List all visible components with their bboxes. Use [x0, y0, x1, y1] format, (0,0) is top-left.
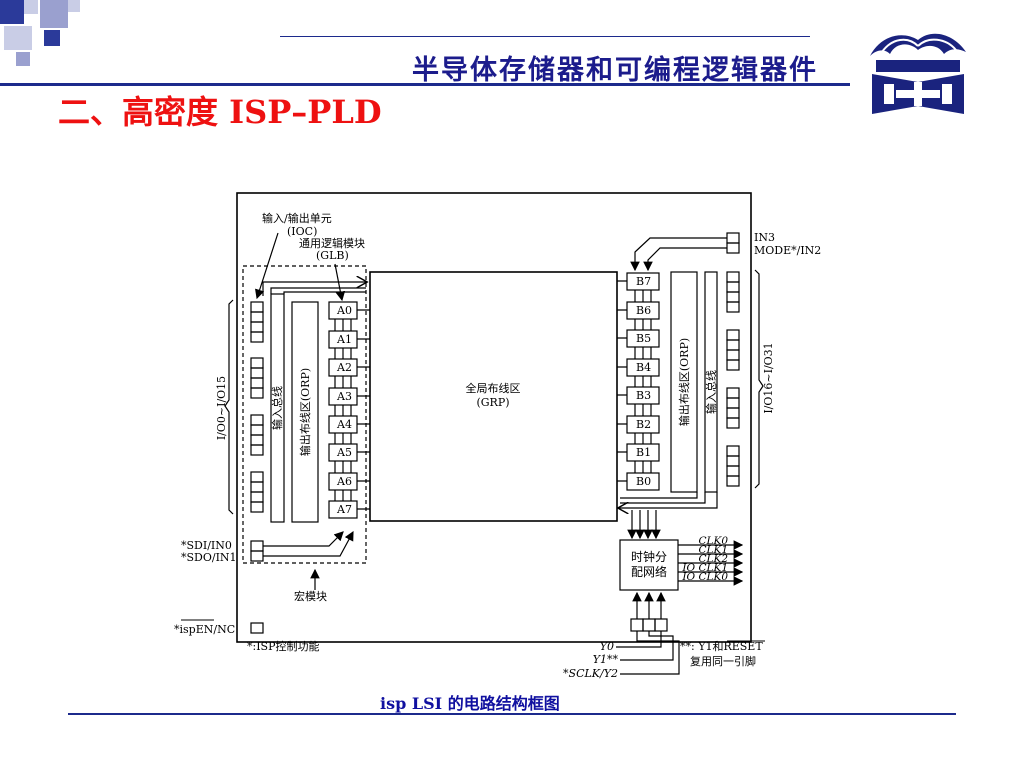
- macro-label: 宏模块: [294, 589, 327, 603]
- glb-a6: A6: [336, 475, 352, 488]
- io-clk1-label: IO CLK1: [681, 562, 728, 574]
- footer-rule: [68, 713, 956, 715]
- sclk-y2-label: *SCLK/Y2: [563, 667, 618, 680]
- header-title: 半导体存储器和可编程逻辑器件: [412, 55, 818, 86]
- glb-b7: B7: [636, 275, 651, 288]
- glb-a4: A4: [336, 418, 352, 431]
- glb-abbr: (GLB): [316, 249, 349, 262]
- in3-label: IN3: [754, 231, 775, 244]
- glb-a5: A5: [336, 446, 352, 459]
- clock-label-1: 时钟分: [631, 549, 667, 564]
- sdo-label: *SDO/IN1: [181, 551, 237, 564]
- dragon-book-logo-icon: [870, 33, 966, 114]
- shared-pin-note: 复用同一引脚: [690, 654, 756, 668]
- glb-a0: A0: [336, 304, 352, 317]
- glb-b3: B3: [636, 389, 651, 402]
- chip-outline: [236, 192, 752, 643]
- diagram-caption: isp LSI 的电路结构框图: [380, 694, 560, 713]
- io-clk0-label: IO CLK0: [681, 571, 728, 583]
- grp-name: 全局布线区: [466, 381, 521, 395]
- ispen-label: *ispEN/NC: [174, 623, 235, 636]
- clk1-label: CLK1: [698, 544, 728, 556]
- glb-b0: B0: [636, 475, 651, 488]
- left-io-cells: [250, 301, 264, 513]
- glb-a2: A2: [336, 361, 352, 374]
- clk2-label: CLK2: [698, 553, 728, 565]
- right-io-cells: [726, 271, 740, 487]
- header-rule-top: [280, 36, 810, 37]
- left-input-bus-label: 输入总线: [270, 386, 284, 430]
- glb-b2: B2: [636, 418, 651, 431]
- y1-reset-note: **: Y1和RESET: [680, 640, 763, 653]
- left-orp-label: 输出布线区(ORP): [298, 368, 312, 456]
- glb-label: 通用逻辑模块: [299, 236, 365, 250]
- glb-b6: B6: [636, 304, 651, 317]
- slide-title: 二、高密度 ISP–PLD: [58, 93, 382, 131]
- io-right-label: I/O16~I/O31: [762, 342, 775, 413]
- sdi-label: *SDI/IN0: [181, 539, 232, 552]
- isp-note: *:ISP控制功能: [247, 639, 320, 653]
- glb-b1: B1: [636, 446, 651, 459]
- io-left-label: I/O0~I/O15: [215, 376, 228, 440]
- clk0-label: CLK0: [698, 535, 728, 547]
- glb-a3: A3: [336, 390, 352, 403]
- mode-in2-label: MODE*/IN2: [754, 244, 821, 257]
- glb-a7: A7: [336, 503, 352, 516]
- glb-b4: B4: [636, 361, 651, 374]
- ioc-label: 输入/输出单元: [262, 211, 332, 225]
- glb-b5: B5: [636, 332, 651, 345]
- right-input-bus: [704, 271, 718, 493]
- clock-network: [619, 539, 679, 591]
- clock-label-2: 配网络: [631, 564, 667, 579]
- left-input-bus: [270, 293, 285, 523]
- right-orp-label: 输出布线区(ORP): [677, 338, 691, 426]
- y1-label: Y1**: [593, 653, 619, 666]
- right-input-bus-label: 输入总线: [704, 370, 718, 414]
- ioc-abbr: (IOC): [287, 225, 317, 238]
- right-orp: [670, 271, 698, 493]
- glb-a1: A1: [336, 333, 352, 346]
- grp-abbr: (GRP): [476, 396, 509, 409]
- left-orp: [291, 301, 319, 523]
- header-rule-bottom: [0, 83, 850, 86]
- y0-label: Y0: [600, 640, 614, 653]
